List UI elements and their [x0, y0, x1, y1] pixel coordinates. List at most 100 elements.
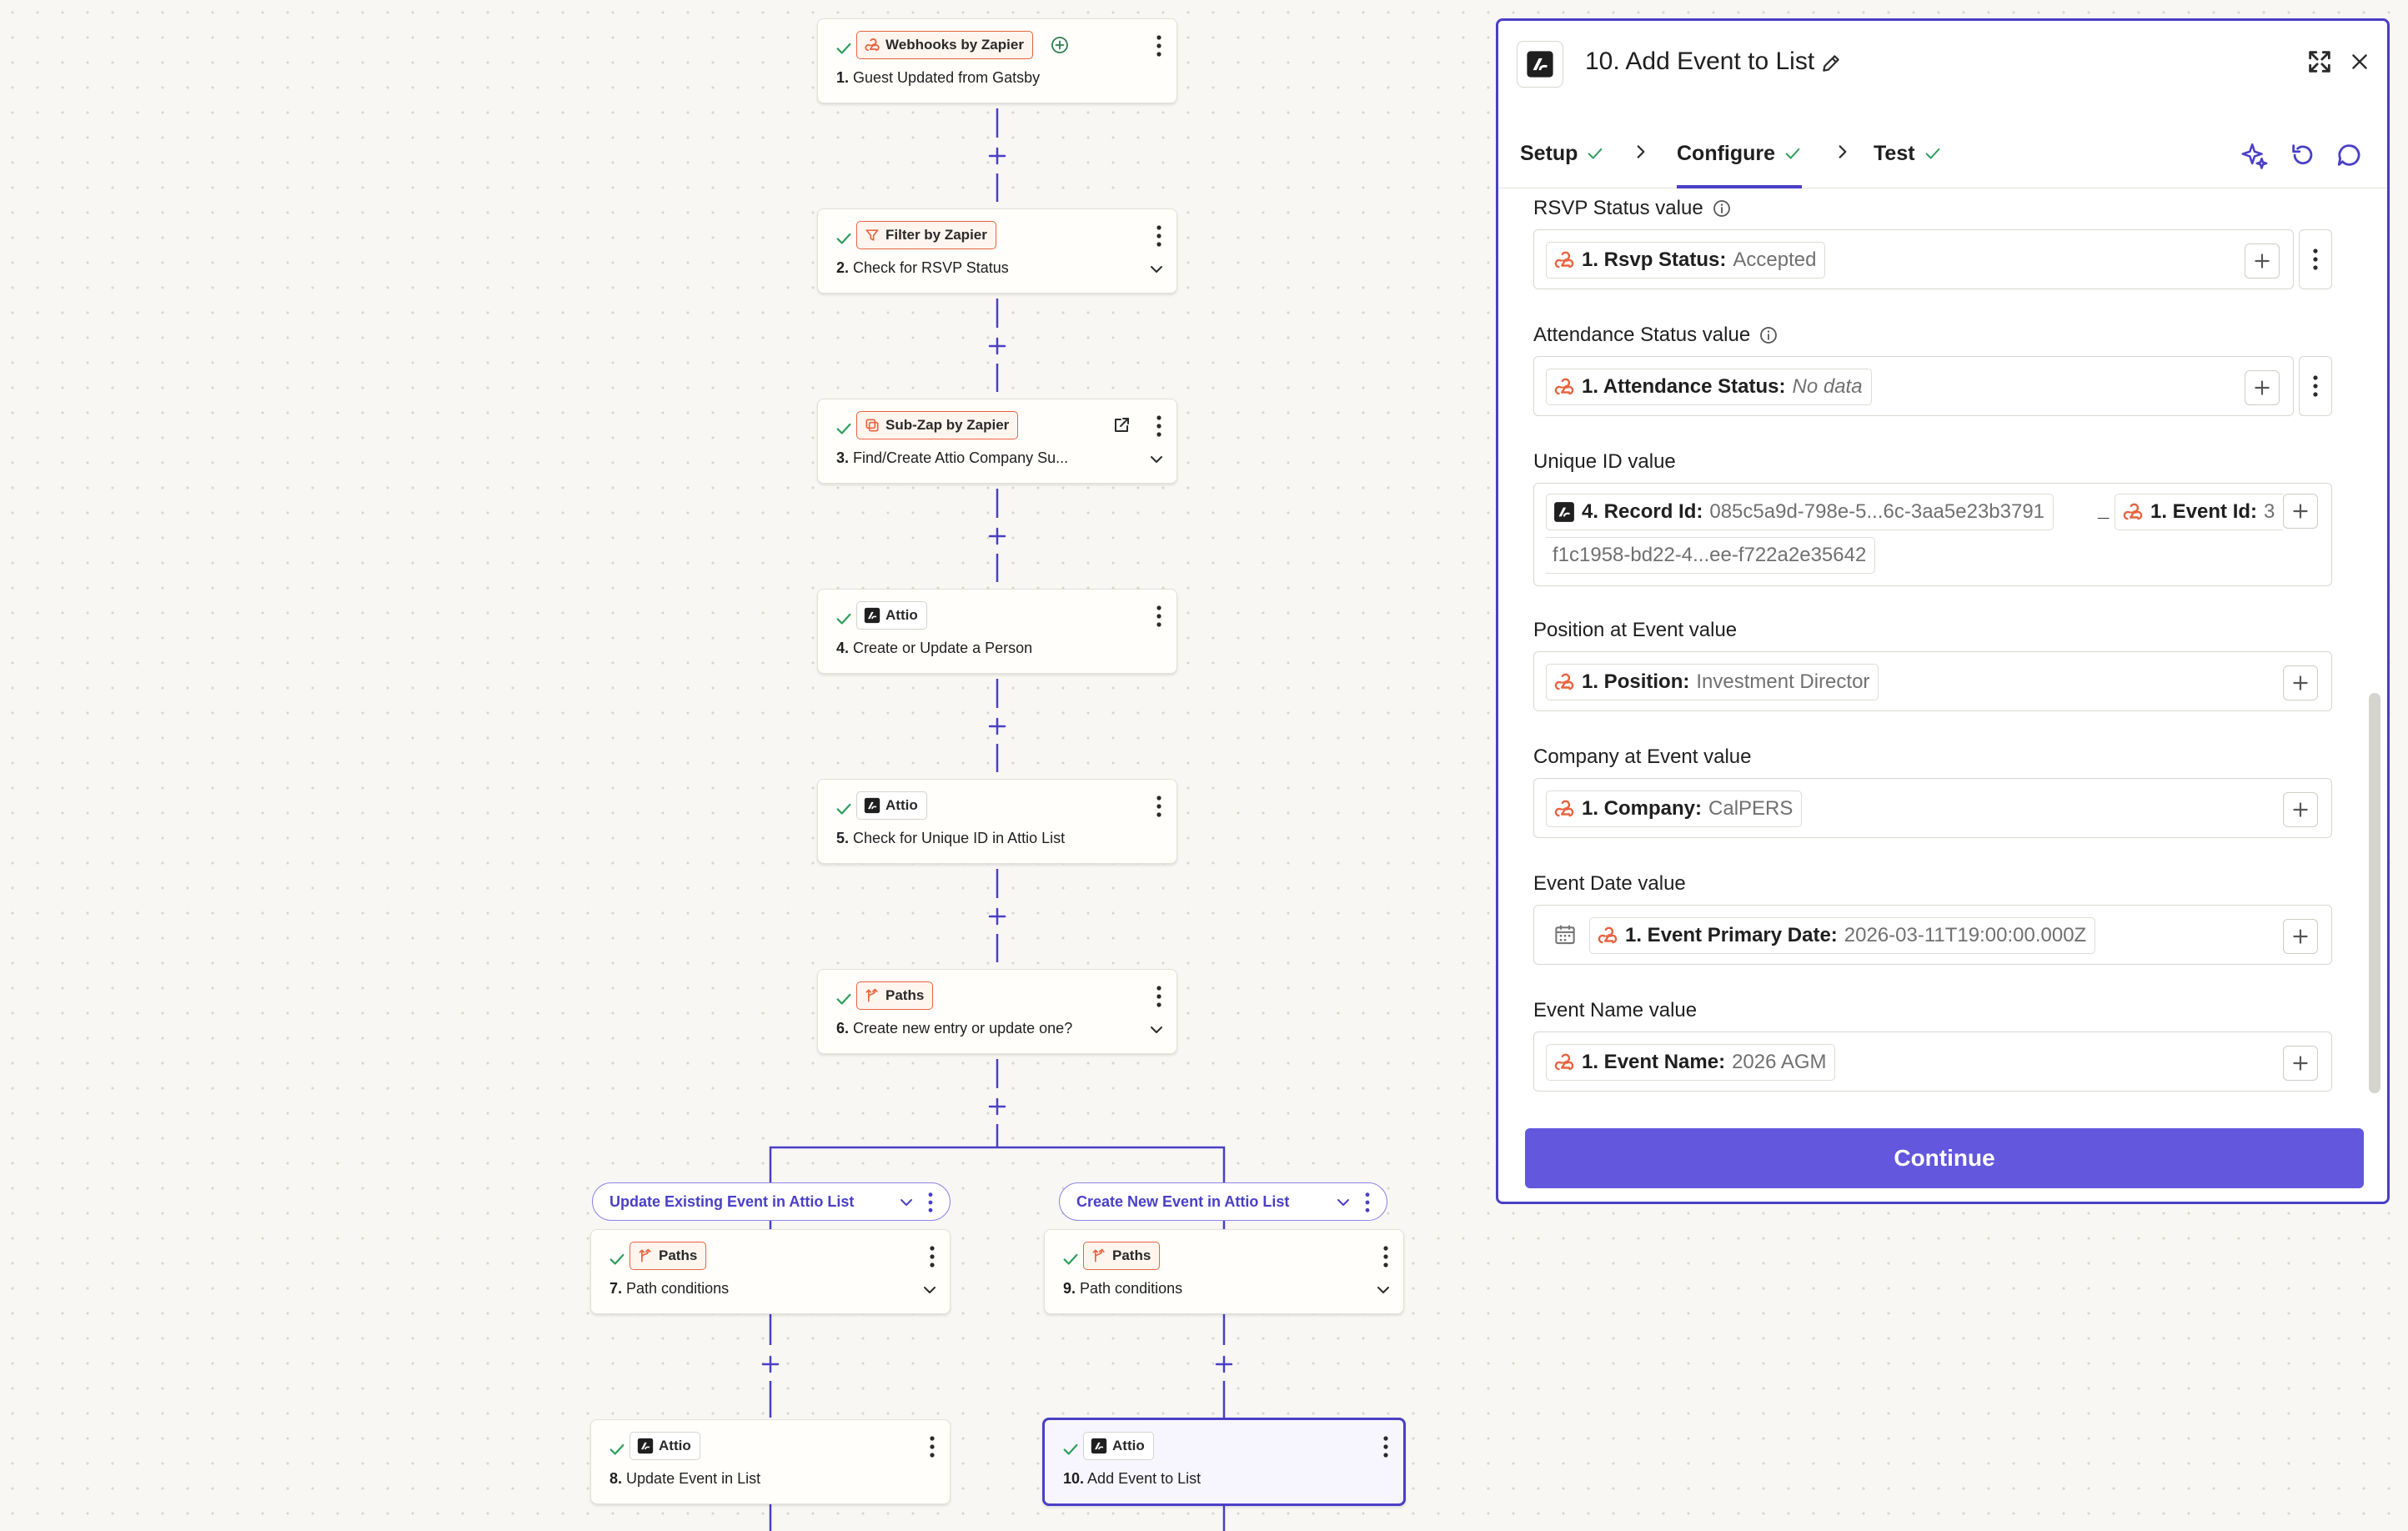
- pill-key: 1. Event Id:: [2150, 500, 2258, 523]
- refresh-icon[interactable]: [2289, 141, 2317, 169]
- mapped-field-pill[interactable]: 1. Event Primary Date: 2026-03-11T19:00:…: [1589, 917, 2096, 954]
- comment-icon[interactable]: [2335, 141, 2364, 169]
- path-label-create-new[interactable]: Create New Event in Attio List: [1059, 1182, 1387, 1221]
- scrollbar[interactable]: [2369, 693, 2380, 1093]
- step-card-1[interactable]: Webhooks by Zapier 1. Guest Updated from…: [817, 18, 1177, 103]
- event-name-input[interactable]: 1. Event Name: 2026 AGM: [1533, 1032, 2332, 1092]
- chevron-down-icon[interactable]: [898, 1194, 915, 1211]
- tab-setup[interactable]: Setup: [1520, 119, 1604, 188]
- company-input[interactable]: 1. Company: CalPERS: [1533, 778, 2332, 838]
- more-options-icon[interactable]: [1155, 34, 1163, 58]
- event-date-input[interactable]: 1. Event Primary Date: 2026-03-11T19:00:…: [1533, 905, 2332, 965]
- plus-icon: [2290, 672, 2311, 694]
- chevron-down-icon[interactable]: [1335, 1194, 1352, 1211]
- step-card-3[interactable]: Sub-Zap by Zapier 3. Find/Create Attio C…: [817, 399, 1177, 484]
- step-card-9[interactable]: Paths 9. Path conditions: [1044, 1229, 1404, 1314]
- chevron-down-icon[interactable]: [1148, 1022, 1165, 1038]
- field-event-name: Event Name value 1. Event Name: 2026 AGM: [1533, 996, 2332, 1092]
- chevron-down-icon[interactable]: [1148, 451, 1165, 468]
- continue-button[interactable]: Continue: [1525, 1128, 2364, 1188]
- insert-data-button[interactable]: [2283, 1046, 2318, 1081]
- more-options-icon[interactable]: [926, 1192, 935, 1213]
- app-name: Webhooks by Zapier: [885, 37, 1024, 53]
- chevron-down-icon[interactable]: [1375, 1282, 1392, 1298]
- plus-icon: [2290, 500, 2311, 522]
- insert-data-button[interactable]: [2283, 792, 2318, 827]
- more-options-icon[interactable]: [1155, 795, 1163, 818]
- chevron-down-icon[interactable]: [1148, 261, 1165, 278]
- path-label-update-existing[interactable]: Update Existing Event in Attio List: [592, 1182, 951, 1221]
- more-options-icon[interactable]: [1155, 605, 1163, 628]
- mapped-field-pill[interactable]: 4. Record Id: 085c5a9d-798e-5...6c-3aa5e…: [1546, 494, 2054, 530]
- step-card-6[interactable]: Paths 6. Create new entry or update one?: [817, 969, 1177, 1054]
- mapped-field-pill[interactable]: 1. Position: Investment Director: [1546, 664, 1879, 700]
- app-name: Paths: [1112, 1247, 1151, 1263]
- rsvp-status-input[interactable]: 1. Rsvp Status: Accepted: [1533, 229, 2294, 289]
- field-options-button[interactable]: [2299, 356, 2332, 416]
- unique-id-input[interactable]: 4. Record Id: 085c5a9d-798e-5...6c-3aa5e…: [1533, 483, 2332, 586]
- mapped-field-pill[interactable]: 1. Rsvp Status: Accepted: [1546, 242, 1826, 279]
- paths-icon: [864, 987, 880, 1004]
- app-name: Paths: [659, 1247, 698, 1263]
- field-label: Attendance Status value: [1533, 321, 2332, 349]
- more-options-icon[interactable]: [1155, 224, 1163, 248]
- more-options-icon[interactable]: [1382, 1245, 1390, 1268]
- tab-configure[interactable]: Configure: [1677, 119, 1803, 188]
- step-editor-panel: 10. Add Event to List Setup Configure Te…: [1496, 18, 2390, 1204]
- zap-canvas[interactable]: Webhooks by Zapier 1. Guest Updated from…: [0, 0, 1484, 1531]
- pill-key: 1. Attendance Status:: [1582, 375, 1786, 398]
- insert-data-button[interactable]: [2283, 494, 2318, 529]
- more-options-icon[interactable]: [1382, 1435, 1390, 1458]
- insert-data-button[interactable]: [2245, 243, 2280, 279]
- insert-data-button[interactable]: [2245, 370, 2280, 405]
- field-label-text: Attendance Status value: [1533, 324, 1751, 346]
- field-label: Company at Event value: [1533, 743, 2332, 771]
- app-badge: Paths: [1083, 1242, 1161, 1270]
- tab-test[interactable]: Test: [1874, 119, 1942, 188]
- step-card-10-selected[interactable]: Attio 10. Add Event to List: [1042, 1418, 1406, 1506]
- pill-value: Accepted: [1733, 248, 1817, 271]
- mapped-field-pill[interactable]: 1. Attendance Status: No data: [1546, 369, 1872, 405]
- step-card-2[interactable]: Filter by Zapier 2. Check for RSVP Statu…: [817, 208, 1177, 294]
- more-options-icon[interactable]: [928, 1435, 936, 1458]
- close-icon[interactable]: [2349, 51, 2370, 73]
- expand-icon[interactable]: [2305, 48, 2334, 76]
- pill-key: 4. Record Id:: [1582, 500, 1703, 523]
- field-label: RSVP Status value: [1533, 194, 2332, 223]
- external-link-icon[interactable]: [1111, 415, 1131, 435]
- add-circle-icon[interactable]: [1050, 35, 1070, 55]
- field-options-button[interactable]: [2299, 229, 2332, 289]
- check-icon: [835, 229, 853, 248]
- mapped-field-pill[interactable]: 1. Event Id: 3: [2115, 494, 2284, 530]
- configure-form[interactable]: RSVP Status value 1. Rsvp Status: Accept…: [1498, 189, 2360, 1115]
- info-icon[interactable]: [1758, 325, 1778, 345]
- plus-icon: [2290, 799, 2311, 821]
- mapped-field-pill[interactable]: 1. Company: CalPERS: [1546, 791, 1803, 827]
- more-options-icon[interactable]: [1363, 1192, 1372, 1213]
- step-card-7[interactable]: Paths 7. Path conditions: [590, 1229, 951, 1314]
- field-attendance-status: Attendance Status value 1. Attendance St…: [1533, 321, 2332, 416]
- more-options-icon[interactable]: [1155, 414, 1163, 438]
- attendance-status-input[interactable]: 1. Attendance Status: No data: [1533, 356, 2294, 416]
- ai-sparkle-icon[interactable]: [2240, 141, 2269, 169]
- path-label-text: Update Existing Event in Attio List: [610, 1192, 855, 1210]
- mapped-field-pill[interactable]: 1. Event Name: 2026 AGM: [1546, 1044, 1836, 1081]
- position-input[interactable]: 1. Position: Investment Director: [1533, 651, 2332, 711]
- field-label-text: Unique ID value: [1533, 450, 1676, 473]
- field-position-at-event: Position at Event value 1. Position: Inv…: [1533, 616, 2332, 711]
- pencil-icon[interactable]: [1820, 53, 1842, 74]
- step-card-4[interactable]: Attio 4. Create or Update a Person: [817, 589, 1177, 674]
- tab-label: Configure: [1677, 141, 1776, 165]
- chevron-down-icon[interactable]: [921, 1282, 938, 1298]
- more-options-icon[interactable]: [1155, 985, 1163, 1008]
- calendar-icon[interactable]: [1553, 922, 1578, 947]
- more-options-icon[interactable]: [928, 1245, 936, 1268]
- check-icon: [1586, 144, 1604, 163]
- step-card-8[interactable]: Attio 8. Update Event in List: [590, 1419, 951, 1504]
- insert-data-button[interactable]: [2283, 665, 2318, 700]
- info-icon[interactable]: [1712, 198, 1732, 218]
- insert-data-button[interactable]: [2283, 919, 2318, 954]
- step-card-5[interactable]: Attio 5. Check for Unique ID in Attio Li…: [817, 779, 1177, 864]
- webhook-icon: [1553, 671, 1575, 693]
- mapped-field-pill-continued[interactable]: f1c1958-bd22-4...ee-f722a2e35642: [1546, 537, 1876, 574]
